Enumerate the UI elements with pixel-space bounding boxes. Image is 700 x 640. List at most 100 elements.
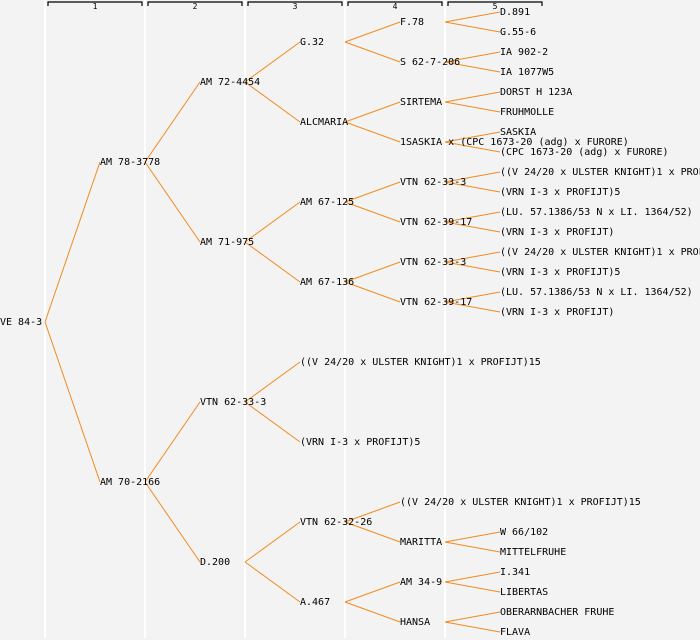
ancestor-label-gen-5: D.891 (500, 7, 530, 18)
pedigree-edge (244, 41, 301, 83)
pedigree-edge (444, 181, 501, 193)
root-node-label: VE 84-3 (0, 317, 42, 328)
ancestor-label-gen-3: AM 67-136 (300, 277, 354, 288)
pedigree-edge (344, 581, 401, 603)
pedigree-edge (244, 401, 301, 443)
pedigree-edge (144, 481, 201, 563)
ancestor-label-gen-4: VTN 62-39-17 (400, 297, 472, 308)
column-separators (44, 0, 446, 638)
ancestor-label-gen-5: W 66/102 (500, 527, 548, 538)
pedigree-edge (444, 221, 501, 233)
ancestor-label-gen-1: AM 78-3778 (100, 157, 160, 168)
pedigree-edge (344, 41, 401, 63)
generation-number: 4 (393, 2, 398, 11)
ancestor-label-gen-5: (VRN I-3 x PROFIJT)5 (500, 267, 620, 278)
ancestor-label-gen-2: D.200 (200, 557, 230, 568)
generation-bracket (347, 1, 443, 6)
ancestor-label-gen-5: DORST H 123A (500, 87, 572, 98)
pedigree-edge (444, 291, 501, 303)
pedigree-edge (244, 241, 301, 283)
generation-number: 3 (293, 2, 298, 11)
pedigree-edge (244, 561, 301, 603)
ancestor-label-gen-4: S 62-7-206 (400, 57, 460, 68)
ancestor-label-gen-3: ALCMARIA (300, 117, 348, 128)
pedigree-edge (344, 21, 401, 43)
ancestor-label-gen-4: HANSA (400, 617, 430, 628)
generation-number: 5 (493, 2, 498, 11)
ancestor-label-gen-4: VTN 62-33-3 (400, 177, 466, 188)
pedigree-edge (444, 571, 501, 583)
ancestor-label-gen-5: (VRN I-3 x PROFIJT)5 (500, 187, 620, 198)
pedigree-edge (344, 201, 401, 223)
pedigree-edge (444, 211, 501, 223)
generation-bracket (147, 1, 243, 6)
ancestor-label-gen-5: ((V 24/20 x ULSTER KNIGHT)1 x PROFIJT)15 (500, 247, 700, 258)
ancestor-label-gen-5: I.341 (500, 567, 530, 578)
generation-bracket (47, 1, 143, 6)
pedigree-edge (244, 521, 301, 563)
generation-bracket (447, 1, 543, 6)
ancestor-label-gen-5: MITTELFRUHE (500, 547, 566, 558)
pedigree-edge (444, 581, 501, 593)
pedigree-edge (344, 501, 401, 523)
pedigree-edge (444, 611, 501, 623)
tree-edges (44, 11, 501, 633)
pedigree-edge (344, 261, 401, 283)
ancestor-label-gen-5: G.55-6 (500, 27, 536, 38)
ancestor-label-gen-5: IA 1077W5 (500, 67, 554, 78)
pedigree-edge (444, 141, 501, 153)
pedigree-edge (444, 91, 501, 103)
ancestor-label-gen-4: VTN 62-33-3 (400, 257, 466, 268)
pedigree-edge (444, 301, 501, 313)
pedigree-edge (444, 61, 501, 73)
ancestor-label-gen-2: VTN 62-33-3 (200, 397, 266, 408)
ancestor-label-gen-1: AM 70-2166 (100, 477, 160, 488)
ancestor-label-gen-5: SASKIA (500, 127, 536, 138)
ancestor-label-gen-5: (LU. 57.1386/53 N x LI. 1364/52) (500, 207, 693, 218)
ancestor-label-gen-5: (CPC 1673-20 (adg) x FURORE) (500, 147, 669, 158)
pedigree-edge (44, 321, 101, 483)
pedigree-edge (444, 531, 501, 543)
ancestor-label-gen-4: AM 34-9 (400, 577, 442, 588)
generation-number: 2 (193, 2, 198, 11)
ancestor-label-gen-3: (VRN I-3 x PROFIJT)5 (300, 437, 420, 448)
pedigree-edge (444, 21, 501, 33)
pedigree-edge (444, 11, 501, 23)
pedigree-edge (344, 281, 401, 303)
ancestor-label-gen-5: ((V 24/20 x ULSTER KNIGHT)1 x PROFIJT)15 (500, 167, 700, 178)
pedigree-edge (444, 101, 501, 113)
ancestor-label-gen-5: (LU. 57.1386/53 N x LI. 1364/52) (500, 287, 693, 298)
ancestor-label-gen-5: IA 902-2 (500, 47, 548, 58)
pedigree-edge (444, 541, 501, 553)
ancestor-label-gen-5: FRUHMOLLE (500, 107, 554, 118)
ancestor-label-gen-5: (VRN I-3 x PROFIJT) (500, 307, 614, 318)
pedigree-edge (344, 521, 401, 543)
pedigree-edge (444, 261, 501, 273)
pedigree-edge (444, 171, 501, 183)
ancestor-label-gen-4: MARITTA (400, 537, 442, 548)
pedigree-edge (244, 361, 301, 403)
pedigree-edge (244, 81, 301, 123)
pedigree-edge (444, 51, 501, 63)
ancestor-label-gen-2: AM 72-4454 (200, 77, 260, 88)
ancestor-label-gen-4: SIRTEMA (400, 97, 442, 108)
pedigree-edge (444, 131, 501, 143)
pedigree-edge (344, 601, 401, 623)
pedigree-edge (44, 161, 101, 323)
ancestor-label-gen-3: VTN 62-32-26 (300, 517, 372, 528)
ancestor-label-gen-3: A.467 (300, 597, 330, 608)
pedigree-edge (144, 81, 201, 163)
ancestor-label-gen-5: OBERARNBACHER FRUHE (500, 607, 614, 618)
pedigree-edge (444, 621, 501, 633)
ancestor-label-gen-5: (VRN I-3 x PROFIJT) (500, 227, 614, 238)
ancestor-label-gen-5: FLAVA (500, 627, 530, 638)
generation-number: 1 (93, 2, 98, 11)
generation-headers: 1 2 3 4 5 (47, 1, 543, 11)
ancestor-label-gen-3: AM 67-125 (300, 197, 354, 208)
pedigree-edge (444, 251, 501, 263)
pedigree-edge (344, 181, 401, 203)
ancestor-label-gen-4: ((V 24/20 x ULSTER KNIGHT)1 x PROFIJT)15 (400, 497, 641, 508)
pedigree-edge (344, 101, 401, 123)
